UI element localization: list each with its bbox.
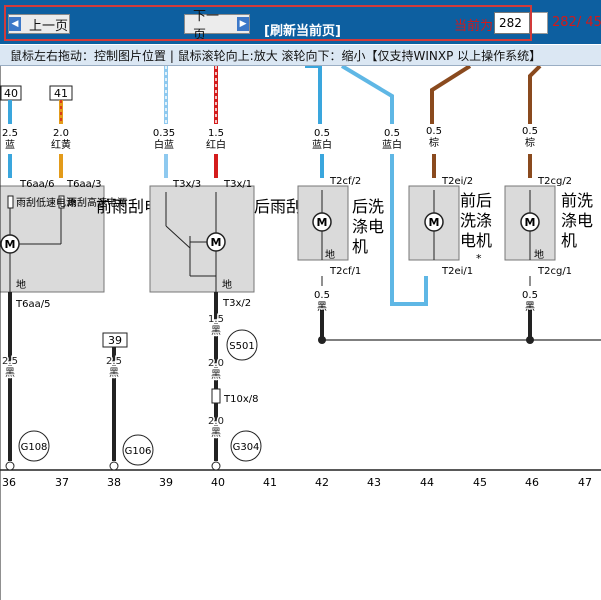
- svg-text:39: 39: [159, 476, 173, 489]
- svg-text:1.5: 1.5: [208, 128, 224, 139]
- svg-text:2.5: 2.5: [106, 356, 122, 367]
- svg-text:47: 47: [578, 476, 592, 489]
- svg-text:黑: 黑: [5, 367, 15, 379]
- svg-text:2.5: 2.5: [2, 356, 18, 367]
- svg-text:黑: 黑: [317, 301, 327, 313]
- go-page-box[interactable]: [531, 12, 548, 34]
- svg-text:T2cf/2: T2cf/2: [329, 176, 361, 187]
- svg-text:0.5: 0.5: [384, 128, 400, 139]
- svg-text:T10x/8: T10x/8: [223, 394, 258, 405]
- wiper-low-label: 雨刮低速电源: [16, 196, 76, 209]
- svg-text:44: 44: [420, 476, 434, 489]
- connector-label: T6aa/6: [19, 179, 54, 190]
- svg-text:0.5: 0.5: [426, 126, 442, 137]
- next-page-button[interactable]: 下一页 ▶: [184, 9, 250, 43]
- arrow-left-icon: ◀: [9, 17, 21, 31]
- wire-color-label: 蓝: [5, 139, 15, 151]
- svg-text:46: 46: [525, 476, 539, 489]
- page-total: 282/ 455: [552, 15, 601, 30]
- front-rear-washer-name: 前后 洗涤 电机: [460, 191, 497, 250]
- svg-text:黑: 黑: [211, 427, 221, 439]
- svg-text:0.5: 0.5: [522, 126, 538, 137]
- svg-text:2.0: 2.0: [208, 416, 224, 427]
- svg-text:T2ei/2: T2ei/2: [441, 176, 473, 187]
- svg-text:T2ei/1: T2ei/1: [441, 266, 473, 277]
- svg-text:棕: 棕: [525, 136, 535, 149]
- wire-size-label: 2.5: [2, 128, 18, 139]
- svg-text:M: M: [429, 216, 440, 229]
- rear-wiper-motor-box: [149, 185, 255, 293]
- svg-text:43: 43: [367, 476, 381, 489]
- svg-text:2.0: 2.0: [208, 358, 224, 369]
- svg-text:M: M: [525, 216, 536, 229]
- rear-washer-name: 后洗 涤电 机: [352, 197, 389, 256]
- svg-text:T3x/1: T3x/1: [223, 179, 252, 190]
- svg-text:M: M: [211, 236, 222, 249]
- svg-text:42: 42: [315, 476, 329, 489]
- current-page-label: 当前为: [454, 19, 494, 34]
- svg-text:S501: S501: [229, 341, 254, 352]
- svg-text:T2cg/2: T2cg/2: [537, 176, 572, 187]
- svg-text:黑: 黑: [211, 369, 221, 381]
- svg-text:0.5: 0.5: [314, 290, 330, 301]
- splice-point-s501: [226, 329, 258, 361]
- navigation-toolbar: ◀ 上一页 下一页 ▶ [刷新当前页] 当前为 282/ 455: [0, 0, 601, 44]
- svg-text:T2cf/1: T2cf/1: [329, 266, 361, 277]
- svg-text:0.35: 0.35: [153, 128, 175, 139]
- next-page-label: 下一页: [193, 9, 220, 43]
- fuse-label-39: 39: [108, 334, 122, 347]
- svg-text:黑: 黑: [211, 325, 221, 337]
- svg-text:地: 地: [534, 248, 544, 261]
- connector-label: T6aa/3: [66, 179, 101, 190]
- svg-text:G106: G106: [125, 446, 152, 457]
- refresh-page-link[interactable]: [刷新当前页]: [264, 24, 341, 39]
- svg-text:地: 地: [325, 248, 335, 261]
- usage-hint: 鼠标左右拖动：控制图片位置 | 鼠标滚轮向上:放大 滚轮向下：缩小【仅支持WIN…: [0, 44, 601, 66]
- svg-text:地: 地: [222, 278, 232, 291]
- ground-point-g304: [230, 430, 262, 462]
- svg-text:41: 41: [263, 476, 277, 489]
- wire-blue-white: [305, 66, 322, 124]
- svg-text:M: M: [317, 216, 328, 229]
- ground-point-g106: [122, 434, 154, 466]
- svg-text:37: 37: [55, 476, 69, 489]
- svg-text:M: M: [5, 238, 16, 251]
- svg-text:T2cg/1: T2cg/1: [537, 266, 572, 277]
- wire-size-label: 2.0: [53, 128, 69, 139]
- wire-color-label: 红黄: [51, 138, 71, 151]
- ground-point-g108: [18, 430, 50, 462]
- ground-label: 地: [16, 278, 26, 291]
- arrow-right-icon: ▶: [237, 17, 249, 31]
- svg-text:白蓝: 白蓝: [154, 138, 174, 151]
- svg-text:45: 45: [473, 476, 487, 489]
- column-axis: 36 37 38 39 40 41 42 43 44 45 46 47: [2, 476, 592, 489]
- svg-text:40: 40: [211, 476, 225, 489]
- prev-page-button[interactable]: ◀ 上一页: [8, 14, 70, 34]
- prev-page-label: 上一页: [29, 18, 69, 34]
- fuse-label-40: 40: [4, 87, 18, 100]
- svg-text:T3x/3: T3x/3: [172, 179, 201, 190]
- wiper-high-label: 雨刮高速电源: [67, 196, 127, 209]
- page-number-input[interactable]: [494, 12, 530, 34]
- svg-text:红白: 红白: [206, 138, 226, 151]
- svg-text:G108: G108: [21, 442, 48, 453]
- fuse-label-41: 41: [54, 87, 68, 100]
- wiring-diagram[interactable]: 40 41 39 2.5 蓝 2.0 红黄 T6aa/6 T6aa/3 雨刮低速…: [0, 66, 601, 600]
- svg-text:蓝白: 蓝白: [312, 138, 332, 151]
- svg-text:0.5: 0.5: [314, 128, 330, 139]
- svg-text:T3x/2: T3x/2: [222, 298, 251, 309]
- svg-text:蓝白: 蓝白: [382, 138, 402, 151]
- svg-text:G304: G304: [233, 442, 260, 453]
- svg-text:1.5: 1.5: [208, 314, 224, 325]
- svg-text:38: 38: [107, 476, 121, 489]
- svg-text:0.5: 0.5: [522, 290, 538, 301]
- wire-brown: [430, 66, 472, 124]
- svg-text:36: 36: [2, 476, 16, 489]
- svg-text:棕: 棕: [429, 136, 439, 149]
- svg-text:黑: 黑: [109, 367, 119, 379]
- connector-label: T6aa/5: [15, 299, 50, 310]
- svg-text:黑: 黑: [525, 301, 535, 313]
- svg-text:*: *: [476, 252, 482, 265]
- front-washer-name: 前洗 涤电 机: [561, 191, 598, 250]
